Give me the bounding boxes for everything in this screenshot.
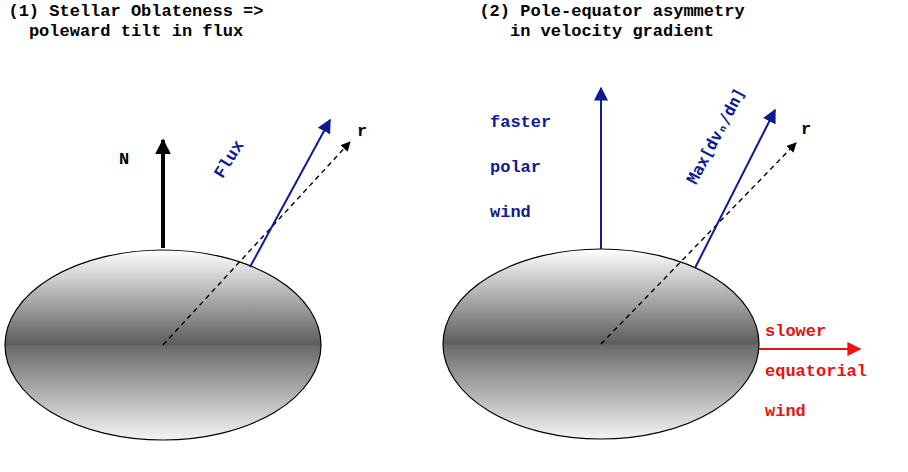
flux-arrow — [250, 120, 330, 267]
panel-heading: (1) Stellar Oblateness => poleward tilt … — [2, 2, 270, 43]
panel-heading: (2) Pole-equator asymmetry in velocity g… — [472, 2, 752, 43]
radius-label: r — [801, 120, 811, 140]
gradient-label: Max[dvₙ/dn] — [683, 85, 750, 188]
axis-label: N — [119, 150, 129, 170]
radius-label: r — [357, 122, 367, 142]
north-arrow — [161, 140, 165, 248]
flux-label: Flux — [211, 137, 250, 182]
equatorial-wind-arrow — [759, 348, 860, 350]
radius-arrow — [163, 142, 350, 345]
wind-label: faster polar wind — [490, 100, 570, 235]
polar-wind-arrow — [600, 88, 602, 249]
wind-label: slower equatorial wind — [765, 312, 877, 432]
